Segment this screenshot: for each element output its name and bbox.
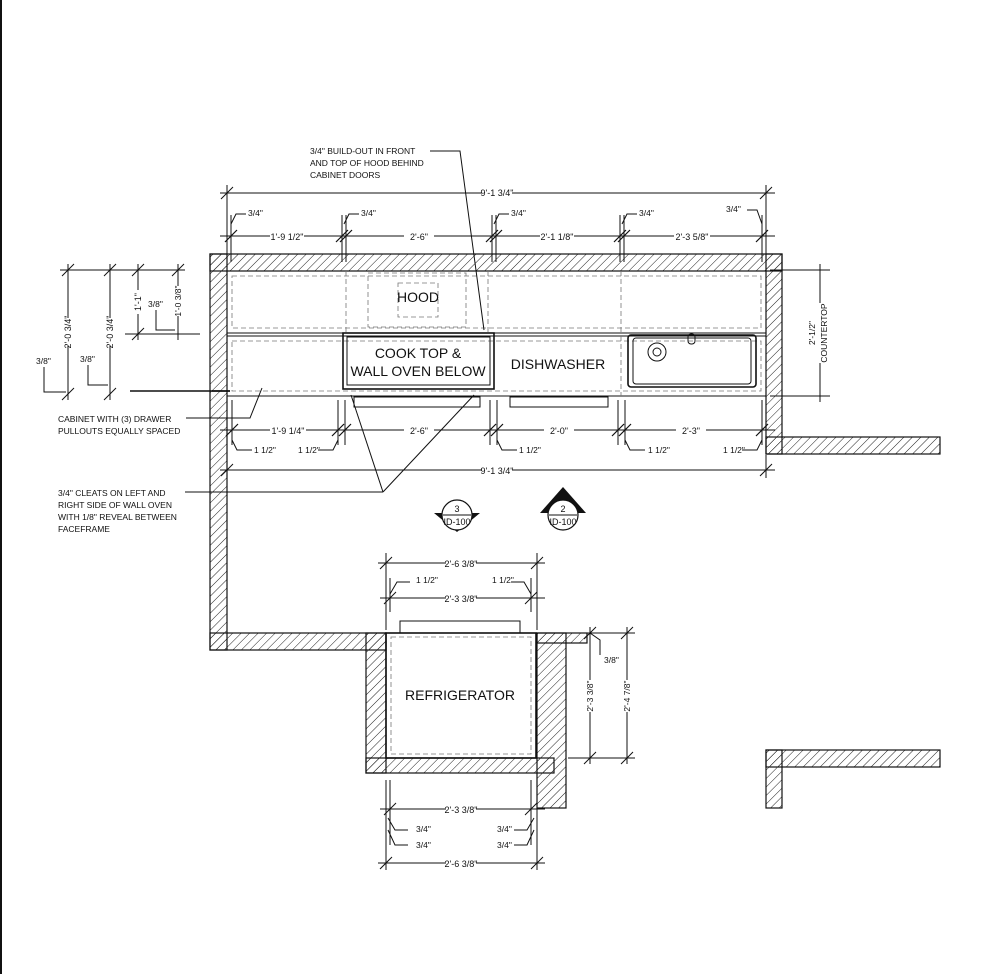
dim-fridge-bottom-tick-1: 3/4": [416, 824, 431, 834]
cabinet-run: [130, 270, 767, 397]
fridge-right-dimensions: 2'-3 3/8" 2'-4 7/8" 3/8": [568, 626, 635, 765]
dim-top-tick-5: 3/4": [726, 204, 741, 214]
notes: 3/4" BUILD-OUT IN FRONT AND TOP OF HOOD …: [58, 146, 485, 534]
dim-bottom-seg-2: 2'-6": [410, 426, 428, 436]
wall-oven-label: WALL OVEN BELOW: [350, 363, 486, 379]
dim-left-tick-c: 3/8": [36, 356, 51, 366]
right-dimension: 2'-1/2" COUNTERTOP: [770, 264, 834, 402]
note-drawer-2: PULLOUTS EQUALLY SPACED: [58, 426, 180, 436]
dim-top-seg-4: 2'-3 5/8": [676, 232, 709, 242]
note-drawer-1: CABINET WITH (3) DRAWER: [58, 414, 171, 424]
dishwasher-label: DISHWASHER: [511, 356, 605, 372]
top-dimensions: 9'-1 3/4" 1'-9 1/2" 2'-6" 2'-1 1/8" 2'-3…: [220, 185, 775, 262]
dim-bottom-tick-3: 1 1/2": [519, 445, 541, 455]
dim-top-seg-2: 2'-6": [410, 232, 428, 242]
note-hood-1: 3/4" BUILD-OUT IN FRONT: [310, 146, 415, 156]
section-marker-2-number: 2: [560, 504, 565, 514]
note-cleats-2: RIGHT SIDE OF WALL OVEN: [58, 500, 172, 510]
note-cleats-3: WITH 1/8" REVEAL BETWEEN: [58, 512, 177, 522]
note-hood-2: AND TOP OF HOOD BEHIND: [310, 158, 424, 168]
dim-bottom-seg-1: 1'-9 1/4": [272, 426, 305, 436]
section-marker-3-sheet: ID-100: [443, 517, 470, 527]
dim-fridge-top-overall: 2'-6 3/8": [445, 559, 478, 569]
dim-fridge-right-outer: 2'-4 7/8": [622, 680, 632, 711]
dim-left-tick-a: 3/8": [148, 299, 163, 309]
dim-bottom-tick-4: 1 1/2": [648, 445, 670, 455]
left-dimensions: 2'-0 3/4" 2'-0 3/4" 1'-1" 1'-0 3/8" 3/8"…: [36, 263, 200, 401]
dim-left-upper-small: 1'-0 3/8": [173, 285, 183, 316]
fridge-bottom-dimensions: 2'-3 3/8" 3/4" 3/4" 3/4" 3/4" 2'-6 3/8": [378, 780, 545, 870]
dim-top-seg-3: 2'-1 1/8": [541, 232, 574, 242]
countertop-label: COUNTERTOP: [819, 303, 829, 363]
dim-fridge-bottom-overall: 2'-6 3/8": [445, 859, 478, 869]
section-marker-2: 2 ID-100: [540, 487, 586, 531]
dim-bottom-seg-4: 2'-3": [682, 426, 700, 436]
dim-left-upper: 1'-1": [133, 293, 143, 311]
section-marker-2-sheet: ID-100: [549, 517, 576, 527]
dim-top-tick-4: 3/4": [639, 208, 654, 218]
dim-top-overall: 9'-1 3/4": [481, 188, 514, 198]
dim-top-seg-1: 1'-9 1/2": [271, 232, 304, 242]
dim-fridge-bottom-tick-3: 3/4": [497, 824, 512, 834]
dim-top-tick-3: 3/4": [511, 208, 526, 218]
dim-bottom-tick-2: 1 1/2": [298, 445, 320, 455]
dim-fridge-right-inner: 2'-3 3/8": [585, 680, 595, 711]
dim-fridge-bottom-tick-2: 3/4": [416, 840, 431, 850]
dim-bottom-tick-5: 1 1/2": [723, 445, 745, 455]
dim-left-overall-outer: 2'-0 3/4": [63, 316, 73, 349]
hood-label: HOOD: [397, 289, 439, 305]
dim-top-tick-1: 3/4": [248, 208, 263, 218]
cooktop-wall-oven: COOK TOP & WALL OVEN BELOW: [342, 332, 495, 408]
bottom-dimensions: 1'-9 1/4" 2'-6" 2'-0" 2'-3" 1 1/2" 1 1/2…: [220, 400, 775, 478]
dim-fridge-right-tick: 3/8": [604, 655, 619, 665]
dim-left-tick-b: 3/8": [80, 354, 95, 364]
dim-fridge-top-tick-2: 1 1/2": [492, 575, 514, 585]
fridge-top-dimensions: 2'-6 3/8" 1 1/2" 1 1/2" 2'-3 3/8": [378, 553, 545, 630]
dim-fridge-bottom-tick-4: 3/4": [497, 840, 512, 850]
dim-bottom-seg-3: 2'-0": [550, 426, 568, 436]
note-cleats-1: 3/4" CLEATS ON LEFT AND: [58, 488, 166, 498]
dim-bottom-overall: 9'-1 3/4": [481, 466, 514, 476]
dim-top-tick-2: 3/4": [361, 208, 376, 218]
dim-left-overall-inner: 2'-0 3/4": [105, 316, 115, 349]
note-hood-3: CABINET DOORS: [310, 170, 381, 180]
section-marker-3-number: 3: [454, 504, 459, 514]
dim-fridge-top-tick-1: 1 1/2": [416, 575, 438, 585]
refrigerator-label: REFRIGERATOR: [405, 687, 515, 703]
note-cleats-4: FACEFRAME: [58, 524, 110, 534]
cooktop-label: COOK TOP &: [375, 345, 462, 361]
section-marker-3: 3 ID-100: [434, 499, 480, 532]
walls: [209, 253, 941, 809]
refrigerator: REFRIGERATOR: [385, 620, 537, 759]
sink: [627, 333, 757, 388]
hood: HOOD: [367, 272, 467, 328]
dishwasher: DISHWASHER: [509, 356, 609, 408]
dim-fridge-bottom-inner: 2'-3 3/8": [445, 805, 478, 815]
dim-fridge-top-inner: 2'-3 3/8": [445, 594, 478, 604]
dim-right-depth: 2'-1/2": [807, 321, 817, 345]
dim-bottom-tick-1: 1 1/2": [254, 445, 276, 455]
